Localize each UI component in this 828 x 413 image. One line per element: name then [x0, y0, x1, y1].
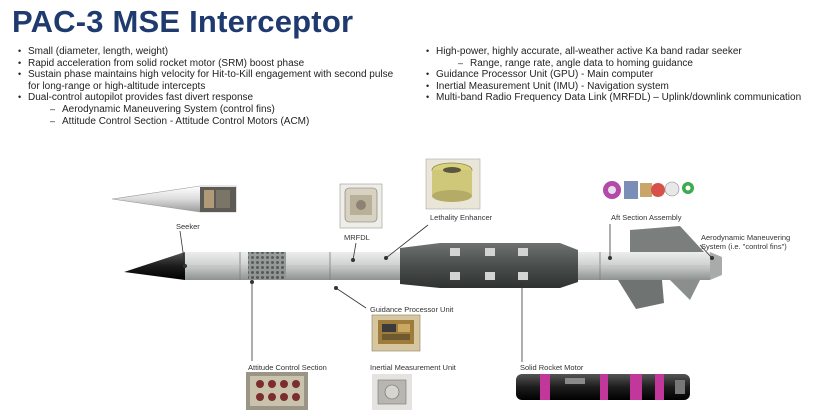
bullet-item: Range, range rate, angle data to homing …	[424, 58, 828, 70]
leader-lines	[179, 224, 715, 362]
bullet-item: Inertial Measurement Unit (IMU) - Naviga…	[424, 81, 828, 93]
bullet-item: High-power, highly accurate, all-weather…	[424, 46, 828, 58]
page-title: PAC-3 MSE Interceptor	[12, 4, 354, 39]
bullet-item: Dual-control autopilot provides fast div…	[16, 92, 396, 104]
label-attitude-control: Attitude Control Section	[248, 363, 327, 372]
label-gpu: Guidance Processor Unit	[370, 305, 454, 314]
bullet-list-right: High-power, highly accurate, all-weather…	[424, 46, 828, 104]
missile-body	[124, 226, 722, 309]
solid-rocket-motor-thumbnail	[516, 374, 690, 400]
lethality-enhancer-thumbnail	[425, 158, 481, 210]
bullet-item: Attitude Control Section - Attitude Cont…	[16, 116, 396, 128]
label-aft-section-assembly: Aft Section Assembly	[611, 213, 682, 222]
label-imu: Inertial Measurement Unit	[370, 363, 456, 372]
gpu-thumbnail	[371, 314, 421, 352]
imu-thumbnail	[372, 374, 412, 410]
mrfdl-thumbnail	[339, 183, 383, 229]
bullet-item: Multi-band Radio Frequency Data Link (MR…	[424, 92, 828, 104]
label-aero-line2: System (i.e. "control fins")	[701, 242, 787, 251]
label-srm: Solid Rocket Motor	[520, 363, 584, 372]
bullet-list-left: Small (diameter, length, weight)Rapid ac…	[16, 46, 396, 127]
aft-section-thumbnail	[603, 181, 694, 199]
label-seeker: Seeker	[176, 222, 200, 231]
attitude-control-thumbnail	[246, 372, 308, 410]
label-aero-line1: Aerodynamic Maneuvering	[701, 233, 791, 242]
label-mrfdl: MRFDL	[344, 233, 370, 242]
bullet-item: Sustain phase maintains high velocity fo…	[16, 69, 396, 92]
seeker-thumbnail	[111, 185, 237, 213]
label-lethality-enhancer: Lethality Enhancer	[430, 213, 493, 222]
bullet-item: Aerodynamic Maneuvering System (control …	[16, 104, 396, 116]
bullet-item: Small (diameter, length, weight)	[16, 46, 396, 58]
bullet-item: Guidance Processor Unit (GPU) - Main com…	[424, 69, 828, 81]
label-aero-maneuvering: Aerodynamic Maneuvering System (i.e. "co…	[701, 233, 790, 251]
bullet-item: Rapid acceleration from solid rocket mot…	[16, 58, 396, 70]
